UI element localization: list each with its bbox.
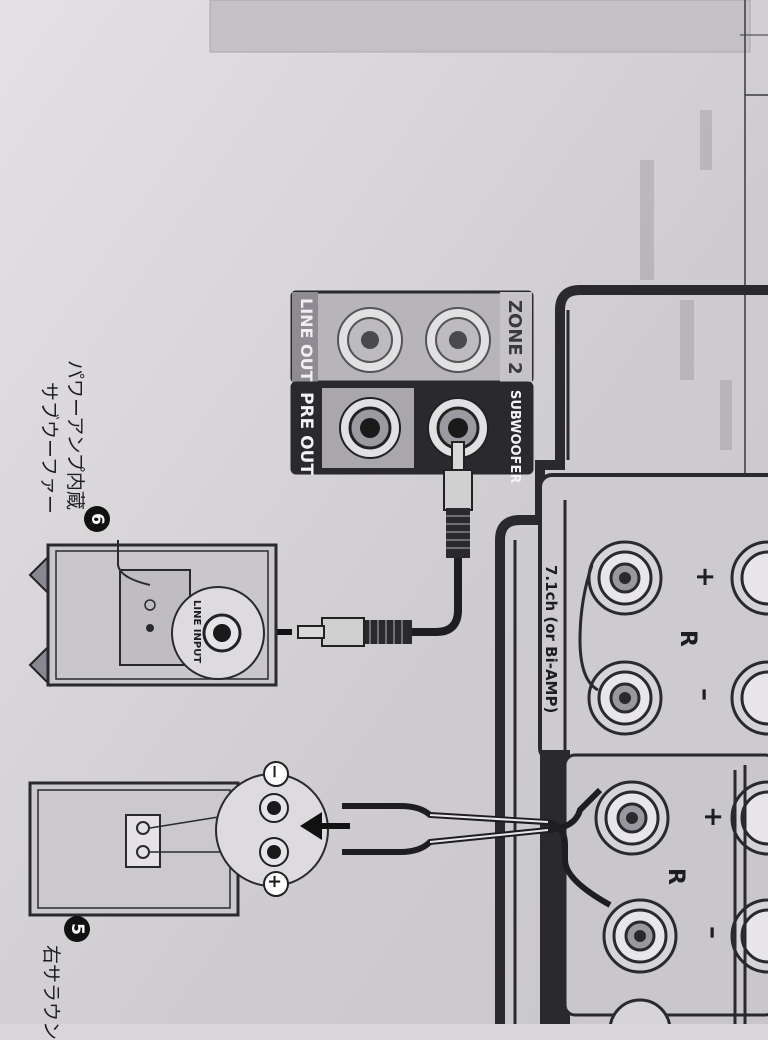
subwoofer-number-badge: 6: [84, 506, 110, 532]
subwoofer-title-line1: パワーアンプ内蔵: [64, 360, 86, 510]
speaker-terminal-minus[interactable]: [259, 793, 289, 823]
pre-out-jack[interactable]: [339, 397, 401, 459]
front-r-minus-sign: –: [690, 688, 720, 701]
front-r-channel-label: R: [675, 630, 700, 647]
speaker-wire: [342, 787, 612, 908]
subwoofer-out-jack[interactable]: [427, 397, 489, 459]
terminal-plus-symbol: [263, 871, 289, 897]
speaker-terminal-plus[interactable]: [259, 837, 289, 867]
surround-r-channel-label: R: [663, 868, 688, 885]
amp-model-label: 7.1ch (or Bi-AMP): [542, 565, 560, 714]
binding-post-front-l-minus[interactable]: [730, 660, 768, 736]
binding-post-front-r-minus[interactable]: [587, 660, 663, 736]
speaker-number-badge: 5: [64, 916, 90, 942]
line-input-label: LINE INPUT: [191, 600, 202, 664]
zone2-line-out-panel: [290, 290, 534, 384]
binding-post-front-r-plus[interactable]: [587, 540, 663, 616]
subwoofer-title-line2: サブウーファー: [38, 382, 60, 514]
binding-post-bottom[interactable]: [609, 998, 671, 1024]
zone2-label: ZONE 2: [504, 300, 525, 375]
line-out-label: LINE OUT: [297, 298, 316, 382]
arrow-to-speaker: [300, 812, 350, 840]
zone2-jack-1[interactable]: [337, 307, 403, 373]
surround-r-minus-sign: –: [698, 926, 728, 939]
rca-subwoofer-cable: [297, 441, 473, 647]
amp-internal-wires: [578, 564, 747, 1024]
pre-out-panel: [290, 381, 534, 475]
front-r-plus-sign: +: [690, 566, 720, 588]
speaker-terminal-plus-label: +: [264, 874, 285, 890]
bleed-through-text: [640, 110, 732, 450]
pre-out-label: PRE OUT: [296, 392, 316, 475]
binding-post-surround-l-minus[interactable]: [730, 898, 768, 974]
binding-post-front-l-plus[interactable]: [730, 540, 768, 616]
zone2-jack-2[interactable]: [425, 307, 491, 373]
subwoofer-label: SUBWOOFER: [507, 390, 522, 484]
line-input-jack[interactable]: [202, 613, 242, 653]
terminal-minus-symbol: [263, 761, 289, 787]
speaker-title: 右サラウン: [40, 945, 62, 1040]
binding-post-surround-l-plus[interactable]: [730, 780, 768, 856]
binding-post-surround-r-plus[interactable]: [594, 780, 670, 856]
binding-post-surround-r-minus[interactable]: [602, 898, 678, 974]
surround-r-plus-sign: +: [698, 806, 728, 828]
speaker-terminal-minus-label: −: [264, 764, 285, 780]
right-surround-speaker: [28, 781, 263, 917]
